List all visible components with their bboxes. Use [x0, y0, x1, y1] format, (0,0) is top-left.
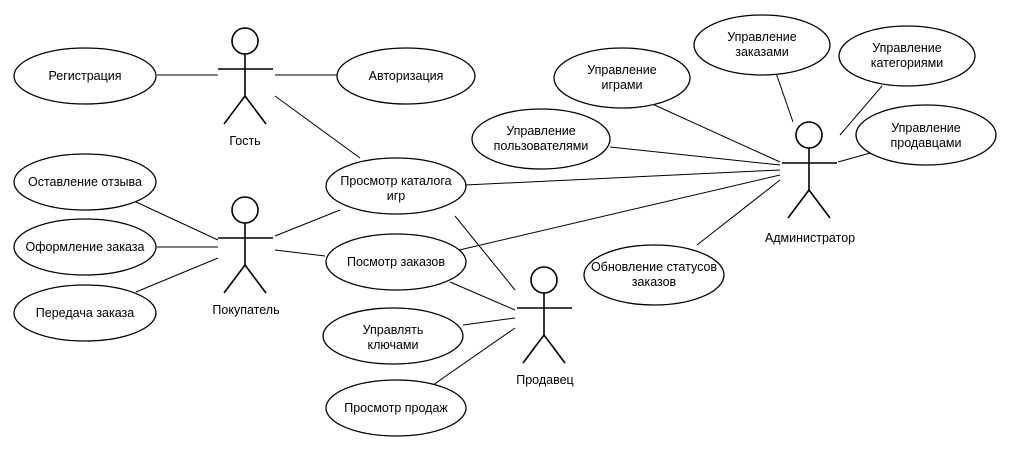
- association-buyer-review: [135, 201, 219, 241]
- use-case-shape: [336, 47, 476, 105]
- use-case-label: Посмотр заказов: [347, 255, 445, 269]
- actor-label: Покупатель: [212, 303, 279, 317]
- use-case-manage-games: Управление играми: [553, 47, 691, 109]
- association-admin-categories: [839, 85, 883, 136]
- use-case-label: заказов: [632, 275, 677, 289]
- use-case-registration: Регистрация: [13, 47, 157, 105]
- use-case-label: игр: [387, 189, 406, 203]
- use-case-order-transfer: Передача заказа: [13, 284, 157, 342]
- use-case-shape: [855, 104, 997, 166]
- use-case-update-order-status: Обновление статусов заказов: [583, 244, 725, 306]
- use-case-shape: [13, 47, 157, 105]
- use-case-label: Авторизация: [369, 69, 444, 83]
- actor-buyer: Покупатель: [212, 196, 280, 317]
- use-case-label: Просмотр каталога: [340, 174, 451, 188]
- use-case-label: Обновление статусов: [591, 260, 717, 274]
- association-admin-games: [649, 102, 781, 163]
- actor-head: [231, 27, 259, 55]
- association-seller-keys: [462, 317, 516, 326]
- use-case-label: пользователями: [494, 139, 589, 153]
- actor-label: Администратор: [765, 231, 855, 245]
- association-admin-users: [609, 146, 781, 166]
- use-case-label: Оставление отзыва: [28, 175, 142, 189]
- use-case-label: Управление: [587, 63, 657, 77]
- use-case-sales-view: Просмотр продаж: [325, 379, 467, 437]
- actor-head: [530, 266, 558, 294]
- association-buyer-catalog: [274, 209, 341, 237]
- use-case-manage-keys: Управлять ключами: [322, 307, 464, 365]
- use-case-label: Управление: [891, 121, 961, 135]
- use-case-shape: [325, 379, 467, 437]
- use-case-manage-sellers: Управление продавцами: [855, 104, 997, 166]
- actor-leg-left: [223, 264, 246, 294]
- use-case-label: играми: [601, 78, 642, 92]
- association-admin-orders: [454, 174, 781, 252]
- actor-guest: Гость: [218, 27, 273, 148]
- use-case-label: Управление: [872, 41, 942, 55]
- association-admin-orders-mgmt: [775, 72, 794, 123]
- association-buyer-orders: [274, 249, 326, 257]
- use-case-shape: [583, 244, 725, 306]
- association-admin-catalog: [464, 169, 781, 186]
- use-case-manage-categories: Управление категориями: [838, 25, 976, 87]
- use-case-place-order: Оформление заказа: [13, 218, 157, 276]
- actor-head: [795, 121, 823, 149]
- use-case-orders-view: Посмотр заказов: [325, 233, 467, 291]
- use-case-label: Оформление заказа: [26, 240, 145, 254]
- associations: [135, 72, 883, 386]
- use-case-label: Управлять: [363, 323, 424, 337]
- use-case-manage-users: Управление пользователями: [471, 108, 611, 170]
- association-seller-sales: [432, 327, 516, 386]
- use-case-catalog-view: Просмотр каталога игр: [325, 157, 467, 215]
- use-case-authorization: Авторизация: [336, 47, 476, 105]
- use-case-label: категориями: [871, 56, 943, 70]
- use-case-shape: [838, 25, 976, 87]
- use-case-leave-review: Оставление отзыва: [13, 153, 157, 211]
- use-case-label: Просмотр продаж: [344, 401, 448, 415]
- use-case-shape: [13, 153, 157, 211]
- association-seller-catalog: [454, 215, 516, 291]
- use-case-shape: [13, 218, 157, 276]
- actor-admin: Администратор: [765, 121, 855, 245]
- association-seller-orders: [449, 281, 516, 311]
- actor-label: Продавец: [516, 373, 573, 387]
- use-case-label: Регистрация: [48, 69, 121, 83]
- actor-leg-right: [543, 334, 566, 364]
- use-case-manage-orders: Управление заказами: [693, 14, 831, 76]
- actor-seller: Продавец: [516, 266, 574, 387]
- actor-label: Гость: [229, 134, 260, 148]
- actor-leg-right: [244, 95, 267, 125]
- use-case-shape: [693, 14, 831, 76]
- association-guest-catalog: [274, 95, 361, 159]
- use-case-shape: [325, 233, 467, 291]
- actor-leg-right: [244, 264, 267, 294]
- association-buyer-transfer: [135, 257, 219, 293]
- association-admin-status: [696, 179, 781, 246]
- actor-leg-right: [808, 189, 831, 219]
- use-case-label: продавцами: [891, 136, 962, 150]
- use-case-label: Управление: [727, 30, 797, 44]
- actor-leg-left: [522, 334, 545, 364]
- use-case-shape: [553, 47, 691, 109]
- use-case-label: Передача заказа: [36, 306, 134, 320]
- actor-head: [231, 196, 259, 224]
- use-case-shape: [471, 108, 611, 170]
- use-case-label: заказами: [735, 45, 789, 59]
- use-case-label: Управление: [506, 124, 576, 138]
- actor-leg-left: [787, 189, 810, 219]
- use-case-shape: [322, 307, 464, 365]
- actor-leg-left: [223, 95, 246, 125]
- association-admin-sellers: [837, 151, 875, 163]
- use-case-label: ключами: [367, 338, 418, 352]
- use-case-shape: [325, 157, 467, 215]
- use-case-shape: [13, 284, 157, 342]
